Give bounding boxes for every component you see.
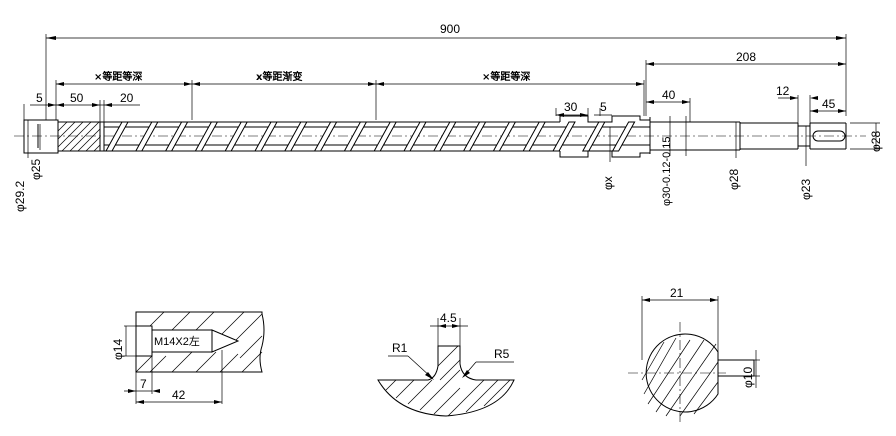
dia-30: φ30-0.12-0.15 [661,136,673,206]
dim-42: 42 [172,388,186,402]
screw-flight [313,121,338,152]
screw-flight [134,121,159,152]
key-section-circle [645,333,719,413]
screw-main-view: 900 ×等距等深 x等距渐变 ×等距等深 5 50 20 208 [13,22,883,212]
dia-x: φx [601,176,615,190]
detail-thread-view: M14X2左 φ14 7 42 [111,311,265,404]
screw-flight [552,121,576,152]
screw-flight [254,121,278,152]
section-3-label: ×等距等深 [482,70,530,83]
dim-21: 21 [670,286,684,300]
dim-4-5: 4.5 [440,311,457,325]
screw-flight [343,121,368,152]
screw-flight [164,121,189,152]
screw-flight [581,121,606,152]
dia-10: φ10 [741,367,755,388]
screw-flight [403,121,427,152]
dim-45: 45 [822,97,836,111]
screw-flight [492,121,517,152]
flight-profile [377,345,515,417]
thread-label: M14X2左 [154,335,200,348]
screw-flight [283,121,308,152]
keyway-slot [812,130,846,142]
screw-flight [462,121,487,152]
screw-flight [611,121,636,152]
dia-29-2: φ29.2 [13,181,27,212]
r5-label: R5 [494,347,510,361]
screw-flights [105,121,636,152]
dim-7: 7 [140,377,147,391]
dia-23: φ23 [799,179,813,200]
detail-flight-view: 4.5 R1 R5 [377,311,515,417]
screw-flight [224,121,249,152]
dim-50: 50 [70,91,84,105]
section-2-label: x等距渐变 [256,70,302,83]
dia-28b: φ28 [869,131,883,152]
screw-flight [373,121,398,152]
dia-25: φ25 [29,159,43,180]
screw-head-end [23,119,59,154]
screw-flight [194,121,219,152]
dim-5b: 5 [600,100,607,114]
dim-208: 208 [736,50,756,64]
dia-28a: φ28 [727,169,741,190]
section-1-label: ×等距等深 [94,70,142,83]
dim-5: 5 [36,91,43,105]
detail-key-view: 21 φ10 [628,286,760,424]
dim-40: 40 [662,88,676,102]
detail-thread-hatch [135,311,263,373]
dim-12: 12 [776,84,790,98]
screw-flight [432,121,457,152]
r1-label: R1 [392,341,408,355]
dim-20: 20 [120,91,134,105]
dim-30: 30 [564,100,578,114]
screw-flight [105,121,129,152]
screw-flight [522,121,547,152]
dia-14: φ14 [111,339,125,360]
dim-900: 900 [440,22,460,36]
